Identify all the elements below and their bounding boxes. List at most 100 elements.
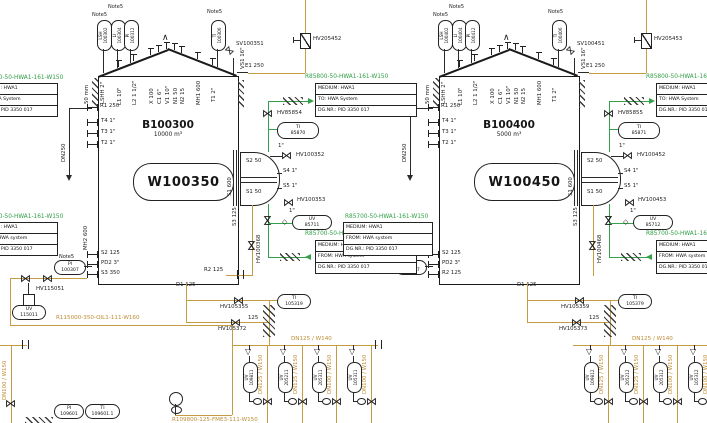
- nozzle-label: PD2 3": [101, 260, 120, 266]
- funnel-icon: [690, 348, 696, 356]
- line-info-box: MEDIUM: HWA1 FROM: HWA system DG.NR.: PI…: [343, 222, 433, 256]
- valve-icon: [20, 273, 31, 284]
- nozzle-icon: [428, 130, 439, 137]
- pipe-segment: [590, 392, 592, 401]
- outlet-head: [240, 152, 280, 206]
- pipe-segment: [527, 322, 610, 324]
- pipe-segment: [625, 392, 627, 401]
- funnel-icon: [245, 348, 251, 356]
- nozzle-icon: [550, 57, 558, 65]
- nozzle-label: T2 1": [101, 140, 116, 146]
- nozzle-icon: [428, 271, 439, 278]
- note-label: Note5: [92, 12, 108, 18]
- wall-hatch: [25, 417, 53, 423]
- valve-icon: [603, 215, 614, 226]
- wall-hatch: [579, 80, 585, 108]
- drain-oval-icon: [288, 398, 297, 405]
- flange-bar: [236, 150, 238, 206]
- pipe-segment: [233, 58, 235, 76]
- valve-icon: [672, 396, 683, 407]
- nozzle-label: T3 1": [101, 129, 116, 135]
- pipe-segment: [69, 108, 92, 110]
- drain-oval-icon: [663, 398, 672, 405]
- nozzle-label: S4 1": [283, 168, 298, 174]
- pipe-segment: [11, 345, 13, 423]
- wall-hatch: [280, 253, 300, 261]
- pipe-segment: [10, 278, 12, 325]
- line-size-label: DN250: [61, 143, 67, 162]
- pipe-segment: [610, 300, 618, 302]
- nozzle-icon: [428, 104, 439, 111]
- pipe-segment: [609, 101, 611, 152]
- nozzle-label: L2 1 1/2": [473, 80, 479, 105]
- nozzle-label: R2 125: [442, 270, 462, 276]
- valve-icon: [283, 197, 294, 208]
- equipment-stadium: W100450: [474, 163, 575, 201]
- pipe-segment: [318, 392, 320, 401]
- line-info-box: MEDIUM: HWA1 TO: HWA System DG.NR.: PID …: [0, 83, 58, 117]
- line-number-label: R85700-50-HWA1-161-W150: [345, 214, 429, 220]
- line-number-label: R85700-50-HWA1-161-W150: [646, 231, 707, 237]
- nozzle-icon: [87, 261, 98, 268]
- funnel-icon: [314, 348, 320, 356]
- pipe-segment: [284, 356, 286, 362]
- valve-icon: [622, 150, 633, 161]
- valve-label: HV105372: [218, 326, 247, 332]
- nozzle-label: MH1 600: [537, 80, 543, 105]
- note-label: Note5: [449, 4, 465, 10]
- nozzle-label: S2 125: [442, 250, 461, 256]
- note-label: Note5: [433, 12, 449, 18]
- valve-label: HV85855: [618, 110, 643, 116]
- line-size-label: DN100 / W150: [668, 354, 674, 394]
- valve-label: HV115051: [36, 286, 65, 292]
- nozzle-label: X 100: [490, 88, 496, 104]
- dimension-label: 50 mm: [84, 84, 90, 104]
- nozzle-label: LSHH 2": [100, 81, 106, 104]
- pipe-segment: [589, 73, 646, 75]
- pipe-segment: [293, 37, 295, 43]
- nozzle-label: R1 250: [100, 103, 120, 109]
- pipe-segment: [618, 188, 623, 190]
- valve-label: HV100352: [296, 152, 325, 158]
- valve-icon: [603, 108, 614, 119]
- pipe-segment: [268, 204, 270, 257]
- valve-icon: [262, 215, 273, 226]
- pipe-segment: [268, 223, 292, 225]
- tank-volume: 10000 m³: [153, 132, 183, 138]
- pipe-segment: [10, 325, 232, 327]
- nozzle-label: D1 125: [517, 282, 537, 288]
- nozzle-label: S2 50: [587, 158, 603, 164]
- equipment-stadium: W100350: [133, 163, 234, 201]
- instrument-stem: [130, 49, 132, 63]
- pipe-segment: [0, 345, 27, 347]
- size-label: 125: [589, 315, 600, 321]
- outlet-head: [581, 152, 621, 206]
- pipe-segment: [186, 300, 269, 302]
- nozzle-label: MH1 600: [196, 80, 202, 105]
- valve-icon: [42, 273, 53, 284]
- nozzle-icon: [130, 53, 138, 61]
- nozzle-icon: [155, 44, 163, 52]
- damper-valve-icon: [641, 33, 652, 49]
- instrument-stem: [444, 49, 446, 73]
- wall-hatch: [92, 78, 98, 108]
- pipe-segment: [270, 156, 282, 158]
- line-size-label: DN125 / W140: [632, 336, 673, 342]
- nozzle-icon: [471, 53, 479, 61]
- pipe-segment: [677, 345, 679, 423]
- line-size-label: DN100 / W150: [327, 354, 333, 394]
- pipe-segment: [186, 322, 269, 324]
- nozzle-label: S5 1": [624, 183, 639, 189]
- nozzle-icon: [209, 57, 217, 65]
- drain-oval-icon: [253, 398, 262, 405]
- drain-oval-icon: [322, 398, 331, 405]
